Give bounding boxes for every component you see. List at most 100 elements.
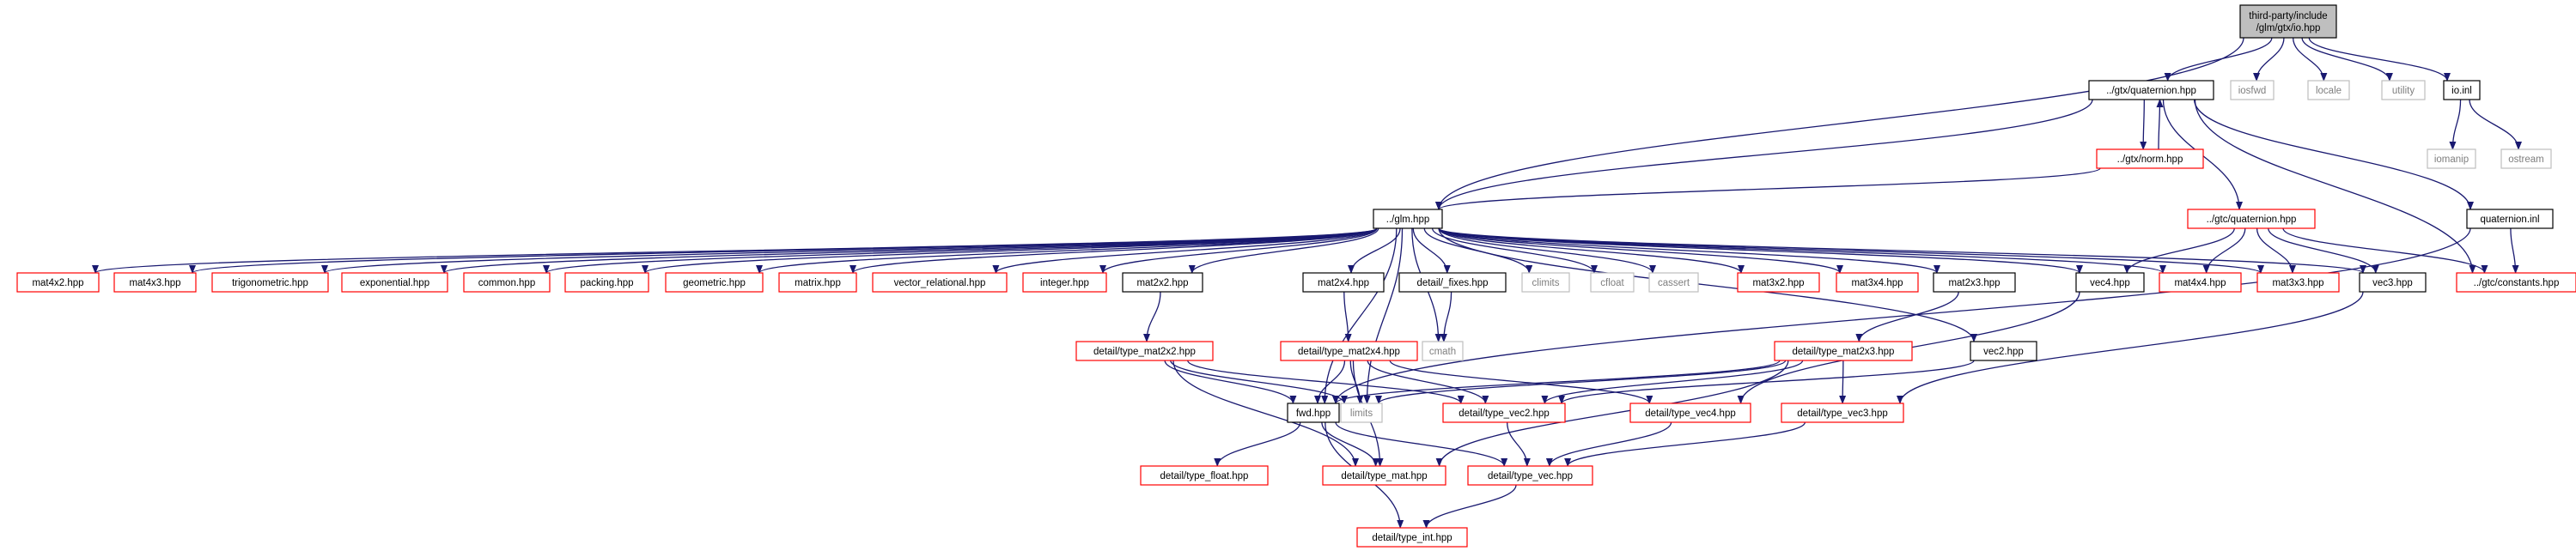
node-gtx_quaternion[interactable]: ../gtx/quaternion.hpp [2088, 80, 2214, 100]
node-mat2x4[interactable]: mat2x4.hpp [1302, 272, 1385, 293]
node-glm_hpp[interactable]: ../glm.hpp [1373, 209, 1443, 229]
edges-layer [92, 37, 2522, 529]
edge-type_mat2x3-to-type_vec3 [1839, 360, 1847, 404]
edge-glm_hpp-to-integer [1099, 227, 1378, 274]
node-label: trigonometric.hpp [232, 278, 308, 288]
node-vector_relational[interactable]: vector_relational.hpp [872, 272, 1008, 293]
node-vec3[interactable]: vec3.hpp [2359, 272, 2427, 293]
node-gtc_quaternion[interactable]: ../gtc/quaternion.hpp [2187, 209, 2316, 229]
edge-gtx_quaternion-to-gtc_constants [2194, 99, 2476, 274]
edge-gtx_quaternion-to-quaternion_inl [2193, 99, 2474, 210]
edge-glm_hpp-to-vec3 [1438, 227, 2366, 274]
node-gtc_constants[interactable]: ../gtc/constants.hpp [2456, 272, 2576, 293]
node-fwd[interactable]: fwd.hpp [1287, 403, 1340, 423]
nodes-layer: third-party/include/glm/gtx/io.hpp ../gtx… [16, 4, 2576, 548]
node-label: iomanip [2434, 154, 2469, 165]
node-label: geometric.hpp [683, 278, 746, 288]
node-label: detail/type_vec2.hpp [1459, 409, 1550, 419]
edge-io_inl-to-iomanip [2449, 99, 2462, 150]
node-label: ../gtc/quaternion.hpp [2207, 215, 2297, 225]
node-geometric[interactable]: geometric.hpp [665, 272, 764, 293]
node-box [1302, 272, 1385, 293]
node-fixes[interactable]: detail/_fixes.hpp [1398, 272, 1507, 293]
node-label: ../gtx/quaternion.hpp [2106, 86, 2196, 96]
node-box [2427, 148, 2476, 169]
edge-gtc_quaternion-to-gtc_constants [2282, 227, 2488, 274]
edge-glm_hpp-to-vector_relational [992, 227, 1378, 274]
node-iosfwd: iosfwd [2230, 80, 2275, 100]
node-mat4x2[interactable]: mat4x2.hpp [16, 272, 100, 293]
node-gtx_norm[interactable]: ../gtx/norm.hpp [2096, 148, 2204, 169]
node-ostream: ostream [2500, 148, 2552, 169]
node-label: ostream [2508, 154, 2544, 165]
node-box [872, 272, 1008, 293]
node-matrix[interactable]: matrix.hpp [778, 272, 857, 293]
node-box [1322, 465, 1446, 486]
node-label: detail/_fixes.hpp [1416, 278, 1488, 288]
node-mat3x2[interactable]: mat3x2.hpp [1737, 272, 1820, 293]
node-mat4x4[interactable]: mat4x4.hpp [2159, 272, 2242, 293]
edge-glm_hpp-to-cfloat [1431, 227, 1598, 274]
node-box [1467, 465, 1593, 486]
node-box [1521, 272, 1570, 293]
node-label: mat4x4.hpp [2174, 278, 2226, 288]
node-type_mat2x3[interactable]: detail/type_mat2x3.hpp [1774, 341, 1913, 361]
node-type_vec[interactable]: detail/type_vec.hpp [1467, 465, 1593, 486]
node-common[interactable]: common.hpp [463, 272, 551, 293]
node-packing[interactable]: packing.hpp [564, 272, 649, 293]
node-type_int[interactable]: detail/type_int.hpp [1356, 527, 1468, 548]
node-box [1356, 527, 1468, 548]
node-exponential[interactable]: exponential.hpp [341, 272, 448, 293]
node-label: mat3x2.hpp [1752, 278, 1804, 288]
edge-vec3-to-type_vec3 [1897, 291, 2364, 404]
node-mat3x4[interactable]: mat3x4.hpp [1836, 272, 1919, 293]
node-integer[interactable]: integer.hpp [1022, 272, 1107, 293]
node-type_mat[interactable]: detail/type_mat.hpp [1322, 465, 1446, 486]
node-type_vec4[interactable]: detail/type_vec4.hpp [1629, 403, 1751, 423]
node-utility: utility [2381, 80, 2426, 100]
node-mat3x3[interactable]: mat3x3.hpp [2256, 272, 2340, 293]
edge-glm_hpp-to-mat3x2 [1438, 227, 1745, 274]
node-label: ../gtx/norm.hpp [2117, 154, 2183, 165]
node-vec2[interactable]: vec2.hpp [1970, 341, 2037, 361]
node-cmath: cmath [1422, 341, 1464, 361]
node-quaternion_inl[interactable]: quaternion.inl [2466, 209, 2554, 229]
node-label: vector_relational.hpp [894, 278, 986, 288]
edge-type_mat2x3-to-fwd [1332, 360, 1781, 404]
node-label: quaternion.inl [2480, 215, 2539, 225]
edge-type_vec3-to-type_vec [1564, 421, 1806, 467]
node-box [1590, 272, 1635, 293]
node-label: detail/type_float.hpp [1160, 471, 1249, 481]
node-type_vec2[interactable]: detail/type_vec2.hpp [1442, 403, 1566, 423]
edge-glm_hpp-to-common [543, 227, 1378, 274]
edge-gtx_norm-to-gtx_quaternion [2156, 99, 2164, 150]
node-box [665, 272, 764, 293]
node-label: mat2x2.hpp [1136, 278, 1188, 288]
node-label: cmath [1429, 347, 1456, 357]
edge-type_mat2x3-to-limits [1375, 360, 1787, 404]
node-mat2x3[interactable]: mat2x3.hpp [1933, 272, 2016, 293]
node-box [2159, 272, 2242, 293]
edge-gtc_quaternion-to-mat3x3 [2256, 227, 2296, 274]
node-box [1373, 209, 1443, 229]
edge-vec2-to-type_vec2 [1558, 360, 1975, 404]
edge-gtx_quaternion-to-gtx_norm [2140, 99, 2147, 150]
node-type_float[interactable]: detail/type_float.hpp [1140, 465, 1269, 486]
node-trigonometric[interactable]: trigonometric.hpp [211, 272, 329, 293]
node-io_hpp[interactable]: third-party/include/glm/gtx/io.hpp [2239, 4, 2337, 39]
node-label: cfloat [1600, 278, 1624, 288]
node-label: detail/type_mat2x2.hpp [1093, 347, 1196, 357]
node-locale: locale [2307, 80, 2350, 100]
node-type_mat2x2[interactable]: detail/type_mat2x2.hpp [1075, 341, 1214, 361]
node-box [2096, 148, 2204, 169]
node-label: fwd.hpp [1296, 409, 1331, 419]
node-box [1340, 403, 1383, 423]
node-mat2x2[interactable]: mat2x2.hpp [1122, 272, 1203, 293]
node-label: mat2x4.hpp [1318, 278, 1369, 288]
node-mat4x3[interactable]: mat4x3.hpp [113, 272, 197, 293]
node-io_inl[interactable]: io.inl [2443, 80, 2481, 100]
node-box [778, 272, 857, 293]
node-vec4[interactable]: vec4.hpp [2075, 272, 2145, 293]
node-type_vec3[interactable]: detail/type_vec3.hpp [1781, 403, 1904, 423]
node-type_mat2x4[interactable]: detail/type_mat2x4.hpp [1280, 341, 1418, 361]
